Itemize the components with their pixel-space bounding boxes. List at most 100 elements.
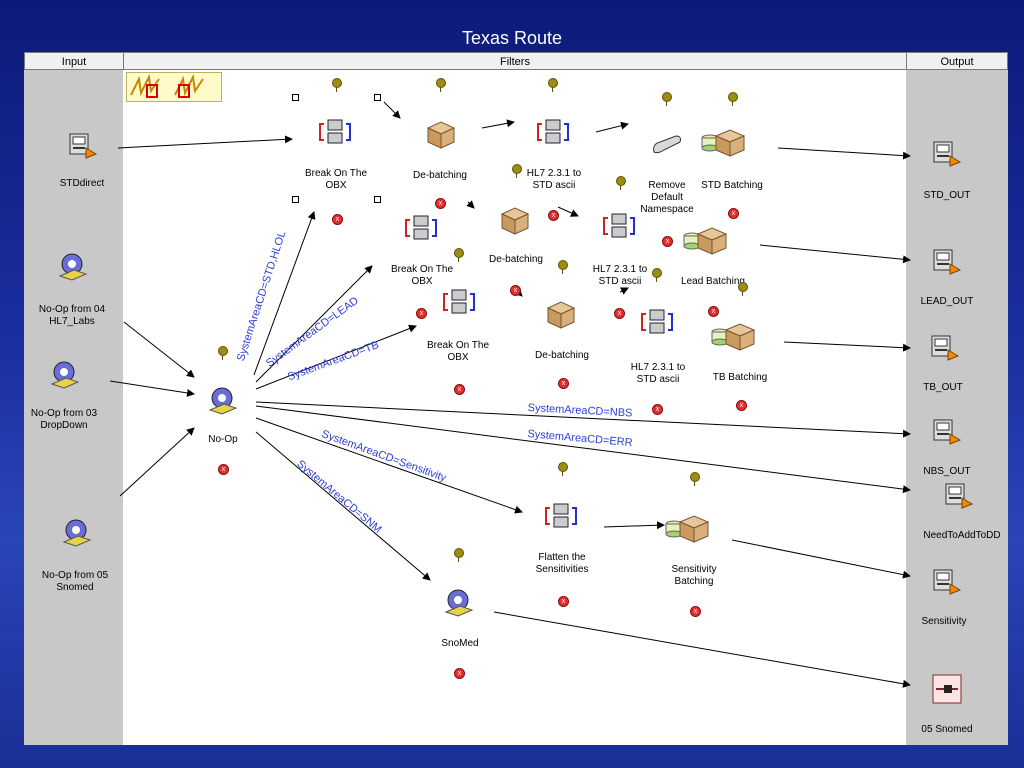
- gear-icon[interactable]: [206, 384, 240, 418]
- error-icon: x: [558, 378, 569, 389]
- db-icon[interactable]: [680, 224, 728, 258]
- printer-icon[interactable]: [940, 478, 974, 512]
- node-label-tb-out: TB_OUT: [923, 382, 963, 393]
- error-icon: x: [548, 210, 559, 221]
- selection-handle[interactable]: [374, 94, 381, 101]
- error-icon: x: [708, 306, 719, 317]
- pin-icon: [332, 78, 342, 92]
- printer-icon[interactable]: [928, 244, 962, 278]
- error-icon: x: [652, 404, 663, 415]
- sketch-icon: [130, 73, 204, 98]
- pin-icon: [728, 92, 738, 106]
- gear-icon[interactable]: [442, 586, 476, 620]
- box-icon[interactable]: [498, 204, 532, 238]
- error-icon: x: [435, 198, 446, 209]
- node-label-sensitivity: Sensitivity: [921, 616, 967, 627]
- node-label-break-3: Break On The OBX: [426, 340, 490, 363]
- node-label-break-2: Break On The OBX: [390, 264, 454, 287]
- pin-icon: [218, 346, 228, 360]
- error-icon: x: [614, 308, 625, 319]
- pin-icon: [652, 268, 662, 282]
- node-label-noop-05: No-Op from 05 Snomed: [41, 570, 109, 593]
- pin-icon: [558, 260, 568, 274]
- error-icon: x: [728, 208, 739, 219]
- error-icon: x: [558, 596, 569, 607]
- pin-icon: [548, 78, 558, 92]
- error-icon: x: [510, 285, 521, 296]
- db-icon[interactable]: [708, 320, 756, 354]
- node-label-break-1: Break On The OBX: [304, 168, 368, 191]
- pin-icon: [454, 548, 464, 562]
- computers-icon[interactable]: [544, 500, 578, 534]
- node-label-flatten: Flatten the Sensitivities: [535, 552, 589, 575]
- scroll-icon[interactable]: [650, 128, 684, 162]
- computers-icon[interactable]: [318, 116, 352, 150]
- route-icon[interactable]: [930, 672, 964, 706]
- pin-icon: [558, 462, 568, 476]
- thumbnail-sketch: [126, 72, 222, 102]
- error-icon: x: [218, 464, 229, 475]
- error-icon: x: [454, 668, 465, 679]
- printer-icon[interactable]: [64, 128, 98, 162]
- diagram-title: Texas Route: [461, 28, 563, 48]
- node-label-std-batching: STD Batching: [701, 180, 763, 191]
- computers-icon[interactable]: [602, 210, 636, 244]
- db-icon[interactable]: [698, 126, 746, 160]
- node-label-snomed-05: 05 Snomed: [921, 724, 973, 735]
- node-label-noop-03: No-Op from 03 DropDown: [30, 408, 98, 431]
- node-label-lead-batching: Lead Batching: [681, 276, 745, 287]
- error-icon: x: [332, 214, 343, 225]
- node-label-debatch-2: De-batching: [489, 254, 543, 265]
- input-column: [24, 70, 123, 745]
- box-icon[interactable]: [424, 118, 458, 152]
- node-label-debatch-3: De-batching: [535, 350, 589, 361]
- gear-icon[interactable]: [60, 516, 94, 550]
- column-header-filters: Filters: [123, 52, 907, 70]
- printer-icon[interactable]: [928, 564, 962, 598]
- node-label-hl7-3: HL7 2.3.1 to STD ascii: [630, 362, 686, 385]
- error-icon: x: [736, 400, 747, 411]
- computers-icon[interactable]: [404, 212, 438, 246]
- column-header-input: Input: [24, 52, 124, 70]
- selection-handle[interactable]: [292, 94, 299, 101]
- node-label-snomed: SnoMed: [441, 638, 479, 649]
- node-label-noop-04: No-Op from 04 HL7_Labs: [38, 304, 106, 327]
- node-label-stddirect: STDdirect: [59, 178, 105, 189]
- node-label-nbs-out: NBS_OUT: [923, 466, 971, 477]
- error-icon: x: [454, 384, 465, 395]
- computers-icon[interactable]: [536, 116, 570, 150]
- printer-icon[interactable]: [928, 136, 962, 170]
- node-label-lead-out: LEAD_OUT: [920, 296, 974, 307]
- box-icon[interactable]: [544, 298, 578, 332]
- pin-icon: [738, 282, 748, 296]
- db-icon[interactable]: [662, 512, 710, 546]
- node-label-tb-batching: TB Batching: [712, 372, 768, 383]
- pin-icon: [454, 248, 464, 262]
- error-icon: x: [690, 606, 701, 617]
- printer-icon[interactable]: [928, 414, 962, 448]
- route-canvas: Input Filters Output: [24, 52, 1008, 745]
- pin-icon: [662, 92, 672, 106]
- pin-icon: [512, 164, 522, 178]
- pin-icon: [690, 472, 700, 486]
- printer-icon[interactable]: [926, 330, 960, 364]
- pin-icon: [436, 78, 446, 92]
- edge-layer: [109, 101, 911, 688]
- node-label-noop: No-Op: [208, 434, 238, 445]
- error-icon: x: [416, 308, 427, 319]
- node-label-debatch-1: De-batching: [413, 170, 467, 181]
- computers-icon[interactable]: [640, 306, 674, 340]
- node-label-sens-batching: Sensitivity Batching: [671, 564, 717, 587]
- node-label-need-add: NeedToAddToDD: [923, 530, 1001, 541]
- pin-icon: [616, 176, 626, 190]
- node-label-hl7-1: HL7 2.3.1 to STD ascii: [526, 168, 582, 191]
- error-icon: x: [662, 236, 673, 247]
- node-label-std-out: STD_OUT: [923, 190, 971, 201]
- computers-icon[interactable]: [442, 286, 476, 320]
- selection-handle[interactable]: [374, 196, 381, 203]
- output-column: [906, 70, 1008, 745]
- gear-icon[interactable]: [48, 358, 82, 392]
- column-header-output: Output: [906, 52, 1008, 70]
- selection-handle[interactable]: [292, 196, 299, 203]
- gear-icon[interactable]: [56, 250, 90, 284]
